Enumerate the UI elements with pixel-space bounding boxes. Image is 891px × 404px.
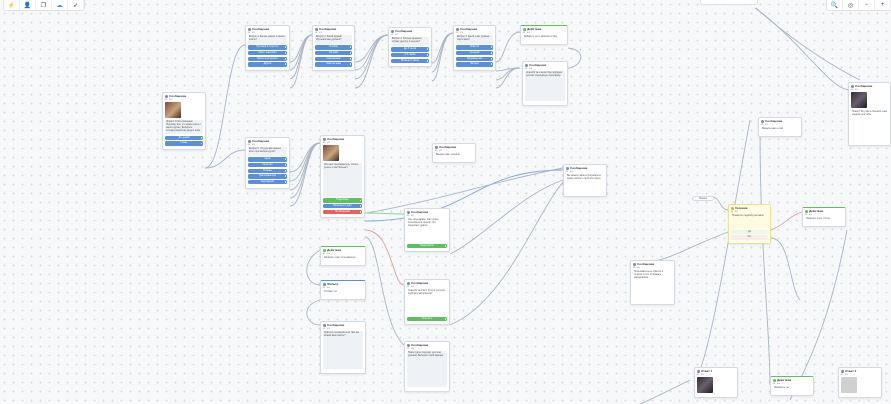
message-icon bbox=[247, 27, 251, 31]
action-node-tag[interactable]: Действие 48 · 4/5 Добавить тег и записат… bbox=[520, 25, 568, 46]
condition-icon bbox=[730, 206, 734, 210]
message-icon bbox=[850, 84, 854, 88]
node-button[interactable]: Совет знакомого bbox=[247, 50, 288, 56]
message-node-gift[interactable]: Сообщение 48 · 4/5 Привет! Вот, как и об… bbox=[848, 82, 891, 147]
target-icon[interactable]: ◎ bbox=[843, 0, 859, 10]
message-node-phone[interactable]: Сообщение 48 · 4/5 Введите ваш телефон bbox=[432, 143, 476, 164]
condition-yes-button[interactable]: Да bbox=[730, 229, 769, 235]
message-icon bbox=[565, 166, 569, 170]
node-button[interactable]: Да, давай bbox=[164, 135, 204, 140]
message-icon bbox=[322, 323, 326, 327]
condition-node[interactable]: Условие 48 · 4/5 Проверить подписку на к… bbox=[728, 204, 771, 245]
bolt-icon[interactable]: ⚡ bbox=[4, 0, 20, 10]
node-button[interactable]: Эксперт bbox=[455, 62, 494, 67]
node-button[interactable]: Новичок bbox=[455, 45, 494, 50]
message-icon bbox=[760, 119, 764, 123]
message-node-teacher[interactable]: Сообщение 48 · 4/5 Это наш преподаватель… bbox=[320, 135, 365, 219]
node-button[interactable]: Средний bbox=[455, 50, 494, 56]
message-node-levels[interactable]: Сообщение 48 · 4/5 Наши курсы подходят д… bbox=[404, 341, 450, 392]
condition-no-button[interactable]: Нет bbox=[730, 235, 769, 240]
message-icon bbox=[406, 281, 410, 285]
filter-icon bbox=[322, 282, 326, 286]
message-icon bbox=[524, 63, 528, 67]
message-node-question-4[interactable]: Сообщение 48 · 4/5 Вопрос 4: Какой у вас… bbox=[453, 25, 496, 71]
node-button[interactable]: Реклама в соцсетях bbox=[247, 45, 288, 50]
answer-photo bbox=[696, 377, 713, 394]
video-placeholder-icon bbox=[840, 377, 857, 394]
message-icon bbox=[247, 139, 251, 143]
message-icon bbox=[406, 343, 410, 347]
node-button[interactable]: Онлайн bbox=[314, 45, 353, 50]
answer-node-2[interactable]: Ответ 2 48 · 4/5 bbox=[838, 367, 882, 398]
teacher-photo bbox=[322, 145, 339, 162]
zoom-out-icon[interactable]: − bbox=[859, 0, 875, 10]
teacher-photo bbox=[164, 102, 181, 119]
message-node-question-5[interactable]: Сообщение 48 · 4/5 Вопрос 5: Что для вас… bbox=[245, 137, 290, 189]
message-icon bbox=[314, 27, 318, 31]
action-node-assign-tag[interactable]: Действие 48 · 4/5 Назначить тег bbox=[770, 376, 814, 397]
action-icon bbox=[522, 27, 526, 31]
message-node-question-1[interactable]: Сообщение 48 · 4/5 Вопрос 1: Как вы узна… bbox=[245, 25, 290, 71]
message-node-reminder[interactable]: Сообщение 48 · 4/5 Пользователь не ответ… bbox=[630, 260, 675, 305]
zoom-in-icon[interactable]: + bbox=[875, 0, 891, 10]
node-button[interactable]: Больше 6 часов bbox=[390, 58, 430, 63]
message-node-materials[interactable]: Сообщение 48 · 4/5 Спасибо за ответ! Хот… bbox=[404, 279, 450, 326]
filter-node[interactable]: Фильтр 48 · 4/5 Условие: тег bbox=[320, 280, 366, 301]
user-icon[interactable]: 👤 bbox=[20, 0, 36, 10]
message-icon bbox=[632, 262, 636, 266]
node-button[interactable]: Позже bbox=[164, 141, 204, 146]
action-icon bbox=[804, 209, 808, 213]
copy-icon[interactable]: ❐ bbox=[36, 0, 52, 10]
message-node-question-3[interactable]: Сообщение 48 · 4/5 Вопрос 3: Сколько вре… bbox=[388, 27, 432, 68]
node-button[interactable]: Продолжить bbox=[406, 243, 448, 249]
action-node-field[interactable]: Действие 48 · 4/5 Изменить поле: статус bbox=[802, 207, 846, 228]
node-button[interactable]: Преподаватели bbox=[247, 174, 288, 179]
node-button[interactable]: Качество bbox=[247, 162, 288, 168]
node-button[interactable]: Продвинутый bbox=[455, 56, 494, 61]
message-icon bbox=[406, 210, 410, 214]
node-button[interactable]: Офлайн bbox=[314, 50, 353, 56]
gift-photo bbox=[850, 92, 867, 109]
node-button[interactable]: Не интересно bbox=[322, 209, 363, 215]
message-icon bbox=[696, 369, 700, 373]
message-node-email[interactable]: Сообщение 48 · 4/5 Введите ваш e-mail bbox=[758, 117, 802, 138]
message-node-nice-to-meet[interactable]: Сообщение 48 · 4/5 Приятно познакомиться… bbox=[320, 321, 366, 374]
action-icon bbox=[322, 248, 326, 252]
node-button[interactable]: Подробнее bbox=[322, 198, 363, 203]
left-toolbar: ⚡ 👤 ❐ ☁ ➶ bbox=[3, 0, 85, 11]
node-button[interactable]: Поиск в интернете bbox=[247, 56, 288, 61]
message-icon bbox=[322, 137, 326, 141]
node-button[interactable]: 3–6 часов bbox=[390, 52, 430, 58]
start-node[interactable]: Начало bbox=[692, 196, 714, 201]
node-button[interactable]: Получить bbox=[406, 316, 448, 322]
node-button[interactable]: Сертификат bbox=[247, 179, 288, 185]
message-node-welcome[interactable]: Сообщение 48 · 4/5 Привет! Я бот-помощни… bbox=[162, 92, 206, 150]
node-button[interactable]: Смешанный bbox=[314, 56, 353, 61]
message-node-thanks[interactable]: Сообщение 48 · 4/5 Спасибо за ответы! Мы… bbox=[522, 61, 568, 106]
message-icon bbox=[390, 29, 394, 33]
node-button[interactable]: Отзывы bbox=[247, 168, 288, 173]
message-icon bbox=[434, 145, 438, 149]
node-button[interactable]: Другое bbox=[247, 62, 288, 67]
answer-node-1[interactable]: Ответ 1 48 · 4/5 bbox=[694, 367, 738, 398]
action-node-record[interactable]: Действие 48 · 4/5 Записать ответ пользов… bbox=[320, 246, 366, 267]
action-icon bbox=[772, 378, 776, 382]
node-button[interactable]: Пока не знаю bbox=[314, 62, 353, 67]
center-toolbar bbox=[700, 0, 758, 5]
message-node-register[interactable]: Сообщение 48 · 4/5 Вы можете зарегистрир… bbox=[563, 164, 607, 197]
message-icon bbox=[455, 27, 459, 31]
message-icon bbox=[840, 369, 844, 373]
node-button[interactable]: До 3 часов bbox=[390, 47, 430, 52]
node-button[interactable]: Посмотреть курс bbox=[322, 203, 363, 209]
node-button[interactable]: Цена bbox=[247, 157, 288, 162]
message-node-question-2[interactable]: Сообщение 48 · 4/5 Вопрос 2: Какой форма… bbox=[312, 25, 355, 71]
rocket-icon[interactable]: ➶ bbox=[68, 0, 84, 10]
right-toolbar: 🔍 ◎ − + bbox=[826, 0, 891, 11]
message-node-scenario[interactable]: Сообщение 48 · 4/5 Это «Сценарий». Как т… bbox=[404, 208, 450, 253]
search-icon[interactable]: 🔍 bbox=[827, 0, 843, 10]
cloud-icon[interactable]: ☁ bbox=[52, 0, 68, 10]
message-icon bbox=[164, 94, 168, 98]
